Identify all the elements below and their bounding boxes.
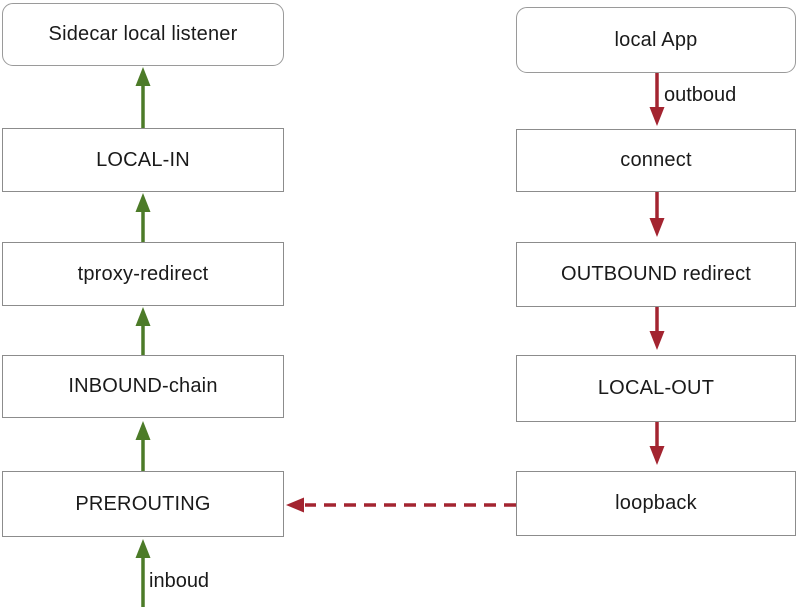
node-inbound-chain: INBOUND-chain (2, 355, 284, 418)
node-label: connect (620, 149, 692, 171)
node-label: Sidecar local listener (48, 23, 238, 45)
node-loopback: loopback (516, 471, 796, 536)
node-label: PREROUTING (75, 492, 211, 515)
arrowhead-connect-to-outbound (649, 218, 665, 237)
arrowhead-inboundchain-to-tproxy (135, 307, 151, 326)
node-label: OUTBOUND redirect (560, 263, 752, 285)
arrowhead-localapp-to-connect (649, 107, 665, 126)
arrowhead-tproxy-to-localin (135, 193, 151, 212)
node-label: INBOUND-chain (68, 375, 218, 397)
node-tproxy-redirect: tproxy-redirect (2, 242, 284, 306)
node-local-app: local App (516, 7, 796, 73)
outbound-edge-label: outboud (664, 84, 737, 106)
arrowhead-localin-to-listener (135, 67, 151, 86)
node-local-in: LOCAL-IN (2, 128, 284, 192)
arrowhead-localout-to-loopback (649, 446, 665, 465)
node-prerouting: PREROUTING (2, 471, 284, 537)
node-sidecar-local-listener: Sidecar local listener (2, 3, 284, 66)
node-local-out: LOCAL-OUT (516, 355, 796, 422)
node-connect: connect (516, 129, 796, 192)
node-label: local App (614, 28, 698, 51)
inbound-edge-label: inboud (149, 570, 210, 592)
node-label: loopback (615, 492, 697, 514)
node-label: LOCAL-IN (96, 148, 190, 171)
node-label: LOCAL-OUT (597, 377, 715, 399)
node-outbound-redirect: OUTBOUND redirect (516, 242, 796, 307)
arrowhead-loopback-to-prerouting (286, 497, 304, 513)
arrowhead-prerouting-to-inboundchain (135, 421, 151, 440)
arrowhead-inbound-to-prerouting (135, 539, 151, 558)
loopback-to-prerouting-dashed-arrow (286, 497, 516, 513)
node-label: tproxy-redirect (77, 262, 209, 285)
arrowhead-outbound-to-localout (649, 331, 665, 350)
